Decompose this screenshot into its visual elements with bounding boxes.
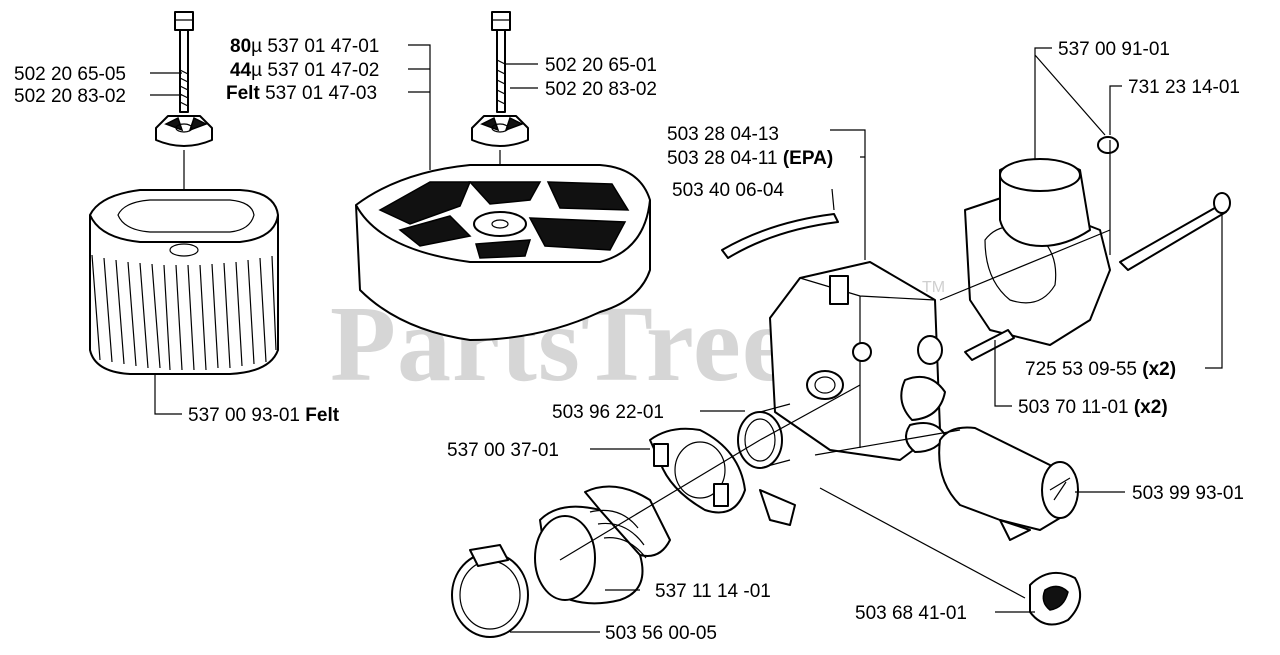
wing-nut-mid [471, 115, 529, 147]
clamp-bracket [649, 427, 796, 526]
bolt-mid [491, 11, 511, 113]
label-nut-right: 731 23 14-01 [1128, 77, 1240, 98]
label-filter-felt: Felt 537 01 47-03 [226, 83, 377, 104]
label-nut-left: 502 20 83-02 [14, 86, 126, 107]
fuel-hose [721, 213, 839, 259]
grommet [1029, 571, 1082, 626]
leader-hose [831, 188, 835, 211]
leader-nut-right [1109, 85, 1122, 255]
carburetor [769, 261, 946, 461]
label-filter-80: 80µ 537 01 47-01 [230, 36, 379, 57]
long-bolt [1119, 204, 1227, 271]
label-intake-boot: 537 11 14 -01 [655, 581, 771, 602]
label-insulator: 537 00 91-01 [1058, 39, 1170, 60]
label-filter-left: 537 00 93-01 Felt [188, 405, 340, 426]
bolt-left [174, 11, 194, 113]
watermark-tm: TM [922, 279, 945, 296]
label-carb-b: 503 28 04-11 (EPA) [667, 148, 833, 169]
label-bolt-left: 502 20 65-05 [14, 64, 126, 85]
label-carb-a: 503 28 04-13 [667, 124, 779, 145]
label-ring: 503 96 22-01 [552, 402, 664, 423]
label-bolt-mid: 502 20 65-01 [545, 55, 657, 76]
insulator-flange [964, 136, 1119, 346]
label-clamp-bracket: 537 00 37-01 [447, 440, 559, 461]
label-grommet: 503 68 41-01 [855, 603, 967, 624]
label-pin: 503 70 11-01 (x2) [1018, 397, 1168, 418]
label-hose: 503 40 06-04 [672, 180, 784, 201]
hose-clamp [451, 544, 529, 638]
pin [964, 329, 1015, 361]
air-duct [938, 426, 1079, 541]
felt-air-filter [89, 189, 279, 375]
intake-boot [534, 485, 671, 605]
foam-filter-cover [355, 164, 651, 341]
wing-nut-left [155, 115, 213, 147]
leader-long-bolt [1205, 215, 1223, 369]
label-filter-44: 44µ 537 01 47-02 [230, 60, 379, 81]
label-nut-mid: 502 20 83-02 [545, 79, 657, 100]
leader-pin [994, 340, 1012, 407]
leader-insulator [1034, 47, 1106, 160]
leader-filter-group [408, 44, 431, 170]
label-air-duct: 503 99 93-01 [1132, 483, 1244, 504]
label-long-bolt: 725 53 09-55 (x2) [1025, 359, 1176, 380]
leader-filter-left [154, 374, 182, 415]
label-hose-clamp: 503 56 00-05 [605, 623, 717, 644]
leader-carb [830, 129, 866, 260]
